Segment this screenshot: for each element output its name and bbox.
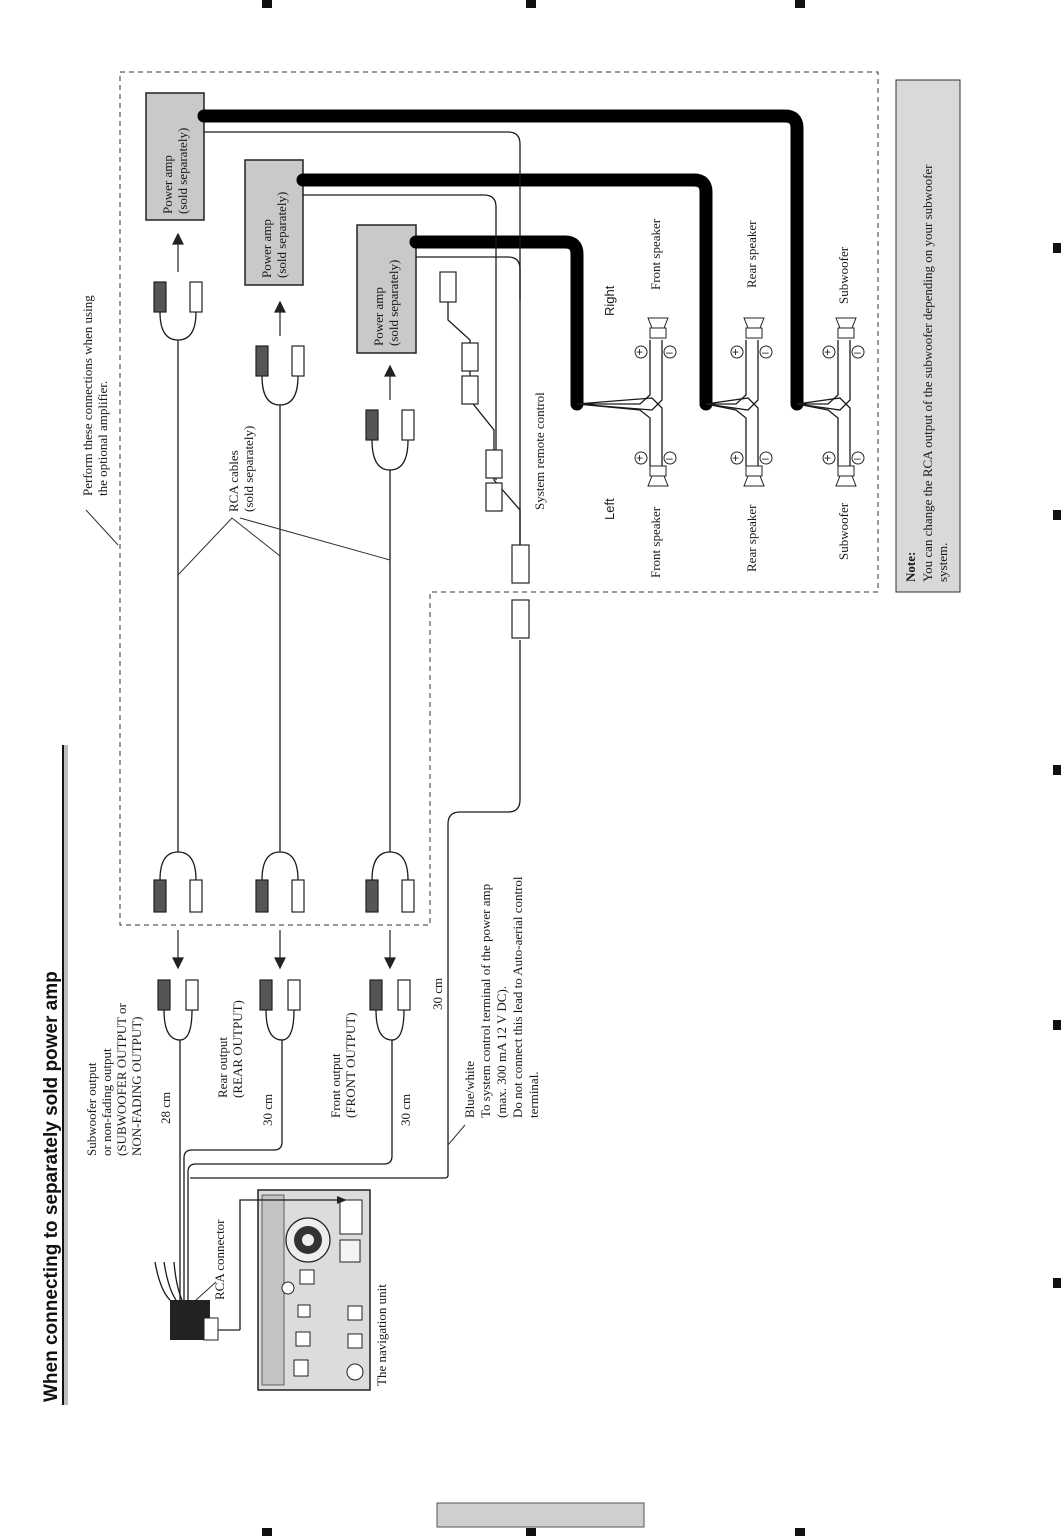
svg-text:NON-FADING OUTPUT): NON-FADING OUTPUT) [129,1017,144,1157]
svg-text:Subwoofer output: Subwoofer output [84,1062,99,1156]
rca-cables-label-1: RCA cables [226,450,241,512]
svg-text:system.: system. [935,543,950,582]
section-heading: When connecting to separately sold power… [41,971,62,1402]
harness-bundle [154,1261,219,1341]
remote-wire-1 [204,131,521,545]
svg-text:+: + [824,345,831,359]
optional-amplifier-region [119,71,879,926]
speaker-rear-right: + – [705,317,773,411]
length-rear: 30 cm [260,1094,275,1126]
svg-text:(FRONT OUTPUT): (FRONT OUTPUT) [343,1012,358,1118]
rca-cables-callout [177,517,391,576]
length-sub: 28 cm [158,1092,173,1124]
page-number-box [436,1502,645,1528]
svg-text:(SUBWOOFER OUTPUT or: (SUBWOOFER OUTPUT or [114,1002,129,1156]
svg-text:Front output: Front output [328,1053,343,1118]
svg-text:Power amp: Power amp [259,219,274,278]
length-front: 30 cm [398,1094,413,1126]
length-remote: 30 cm [430,978,445,1010]
speaker-front-right: + – [576,317,677,411]
arrows-to-amps [172,232,396,400]
svg-text:–: – [762,345,769,359]
rca-connector-label: RCA connector [212,1219,227,1300]
svg-text:Blue/white: Blue/white [462,1061,477,1118]
svg-text:(max. 300 mA 12 V DC).: (max. 300 mA 12 V DC). [494,986,509,1118]
svg-text:+: + [732,345,739,359]
speaker-rear-left: + – [705,397,773,487]
svg-text:–: – [666,451,673,465]
svg-text:(sold separately): (sold separately) [386,260,401,346]
remote-wire-chain [447,300,521,545]
front-speaker-cable [409,235,584,411]
rca-output-jacks [157,979,411,1041]
harness-front [187,1040,393,1300]
subwoofer-right-label: Subwoofer [836,246,851,304]
system-remote-label: System remote control [532,392,547,510]
left-label: Left [602,498,617,520]
subwoofer-output-label: Subwoofer output or non-fading output (S… [84,1002,144,1156]
power-amp-front: Power amp (sold separately) [356,224,417,354]
arrows-down [172,930,396,970]
subwoofer-left-label: Subwoofer [836,502,851,560]
rca-connector-pointer [239,1199,345,1330]
remote-connectors [439,271,530,639]
front-speaker-right-label: Front speaker [648,218,663,290]
svg-text:Power amp: Power amp [160,155,175,214]
svg-text:To system control terminal of: To system control terminal of the power … [478,884,493,1118]
front-output-label: Front output (FRONT OUTPUT) [328,1012,358,1118]
rear-speaker-left-label: Rear speaker [744,504,759,572]
svg-text:terminal.: terminal. [526,1071,541,1118]
registration-marks [262,0,1061,1536]
remote-lead [190,640,521,1179]
speaker-sub-right: + – [796,317,865,411]
power-amp-sub: Power amp (sold separately) [145,92,205,221]
rca-cables-label-2: (sold separately) [241,426,256,512]
optional-note-2: the optional amplifier. [95,381,110,496]
svg-text:–: – [762,451,769,465]
speaker-sub-left: + – [796,397,865,487]
svg-text:or non-fading output: or non-fading output [99,1048,114,1156]
svg-text:(sold separately): (sold separately) [175,128,190,214]
front-speaker-left-label: Front speaker [648,506,663,578]
svg-text:–: – [666,345,673,359]
note-box: Note: You can change the RCA output of t… [895,79,961,593]
optional-note-1: Perform these connections when using [80,295,95,496]
svg-text:(REAR OUTPUT): (REAR OUTPUT) [230,1000,245,1098]
sub-speaker-cable [197,109,804,411]
svg-text:–: – [854,345,861,359]
svg-text:Note:: Note: [903,552,918,582]
rca-plugs-nav-side [153,851,415,913]
rear-speaker-cable [296,173,713,411]
svg-text:(sold separately): (sold separately) [274,192,289,278]
navigation-unit [257,1189,371,1391]
rca-plugs-amp-side [153,281,415,471]
speaker-front-left: + – [576,397,677,487]
svg-text:+: + [824,451,831,465]
svg-text:Rear output: Rear output [215,1037,230,1098]
power-amp-rear: Power amp (sold separately) [244,159,304,286]
svg-text:–: – [854,451,861,465]
svg-text:Do not connect this lead to Au: Do not connect this lead to Auto-aerial … [510,876,525,1118]
svg-text:You can change the RCA output: You can change the RCA output of the sub… [920,164,935,582]
nav-unit-label: The navigation unit [374,1284,389,1386]
right-label: Right [602,285,617,316]
svg-text:+: + [636,345,643,359]
rear-speaker-right-label: Rear speaker [744,220,759,288]
svg-text:+: + [636,451,643,465]
harness-rear [183,1040,283,1300]
remote-wire-2 [303,194,497,480]
svg-text:Power amp: Power amp [371,287,386,346]
rear-output-label: Rear output (REAR OUTPUT) [215,1000,245,1098]
svg-text:+: + [732,451,739,465]
blue-white-label: Blue/white To system control terminal of… [462,876,541,1118]
